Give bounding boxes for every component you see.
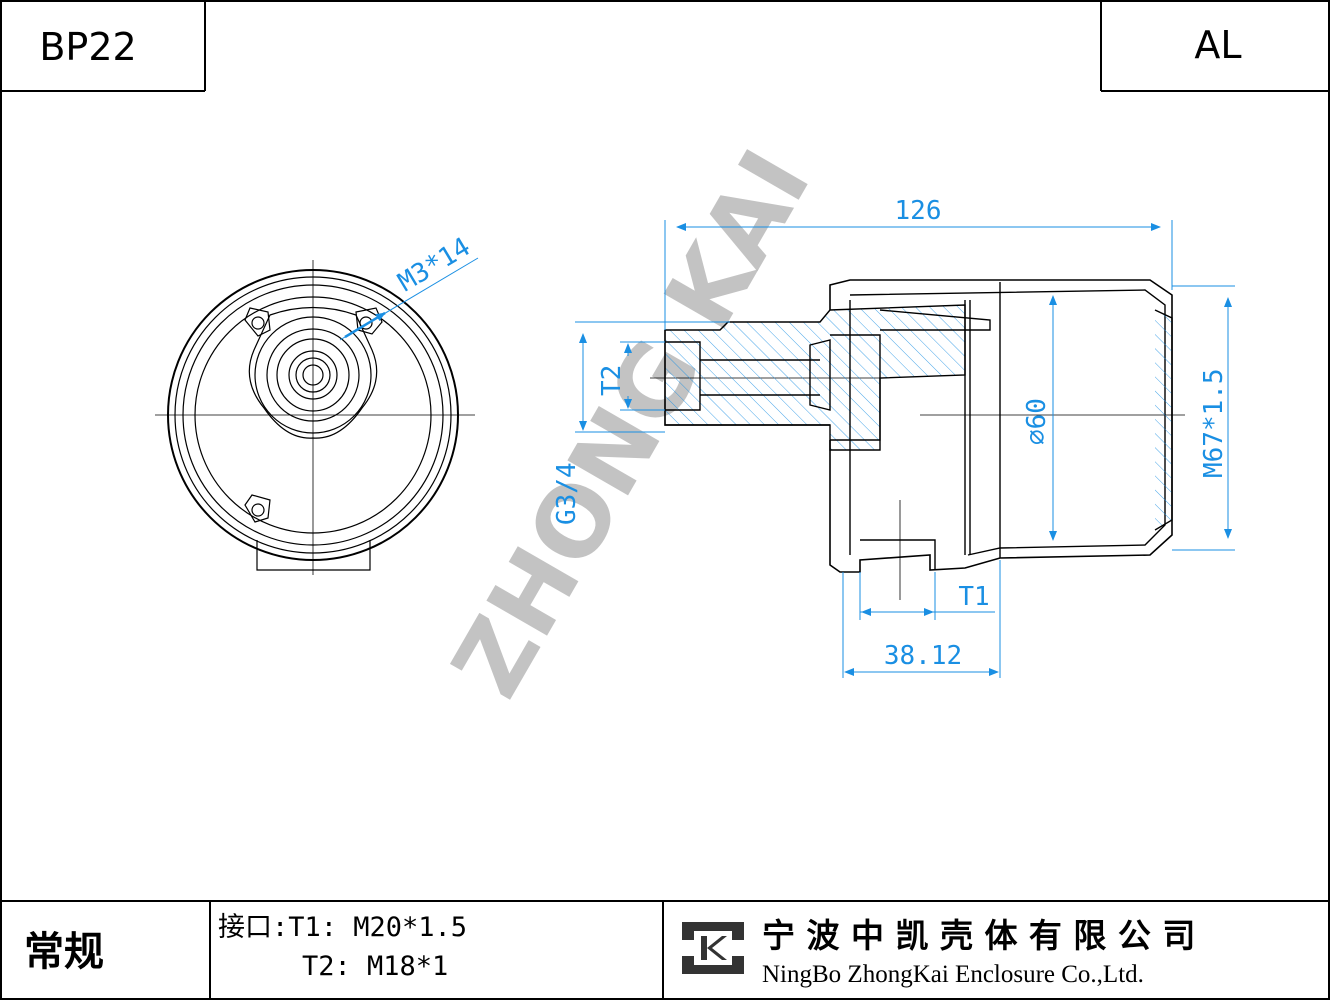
- category-label: 常规: [24, 929, 104, 975]
- material-label: AL: [1194, 23, 1241, 67]
- dim-offset-label: 38.12: [884, 641, 962, 671]
- company-name-cn: 宁 波 中 凯 壳 体 有 限 公 司: [762, 916, 1195, 955]
- ports-line-2: T2: M18*1: [302, 951, 448, 982]
- dim-thread: [1172, 285, 1235, 551]
- front-view: [155, 260, 475, 575]
- dim-thread-label: M67*1.5: [1199, 368, 1229, 478]
- dim-length-label: 126: [895, 196, 942, 226]
- dim-t2-label: T2: [597, 365, 627, 396]
- side-view: [650, 279, 1185, 600]
- dim-diameter-label: ⌀60: [1022, 398, 1052, 445]
- dim-length: [664, 220, 1173, 330]
- ports-line-1: 接口:T1: M20*1.5: [218, 912, 467, 943]
- dim-g34-label: G3/4: [552, 462, 582, 525]
- company-name-en: NingBo ZhongKai Enclosure Co.,Ltd.: [762, 961, 1144, 988]
- dim-t2: [620, 341, 665, 411]
- model-label: BP22: [39, 25, 136, 69]
- dim-t1-label: T1: [958, 582, 989, 612]
- dim-t1: [859, 572, 995, 620]
- dim-screw-label: M3*14: [393, 232, 476, 298]
- company-logo: [682, 922, 744, 974]
- dim-g34: [575, 321, 730, 433]
- dim-offset: [842, 560, 1001, 678]
